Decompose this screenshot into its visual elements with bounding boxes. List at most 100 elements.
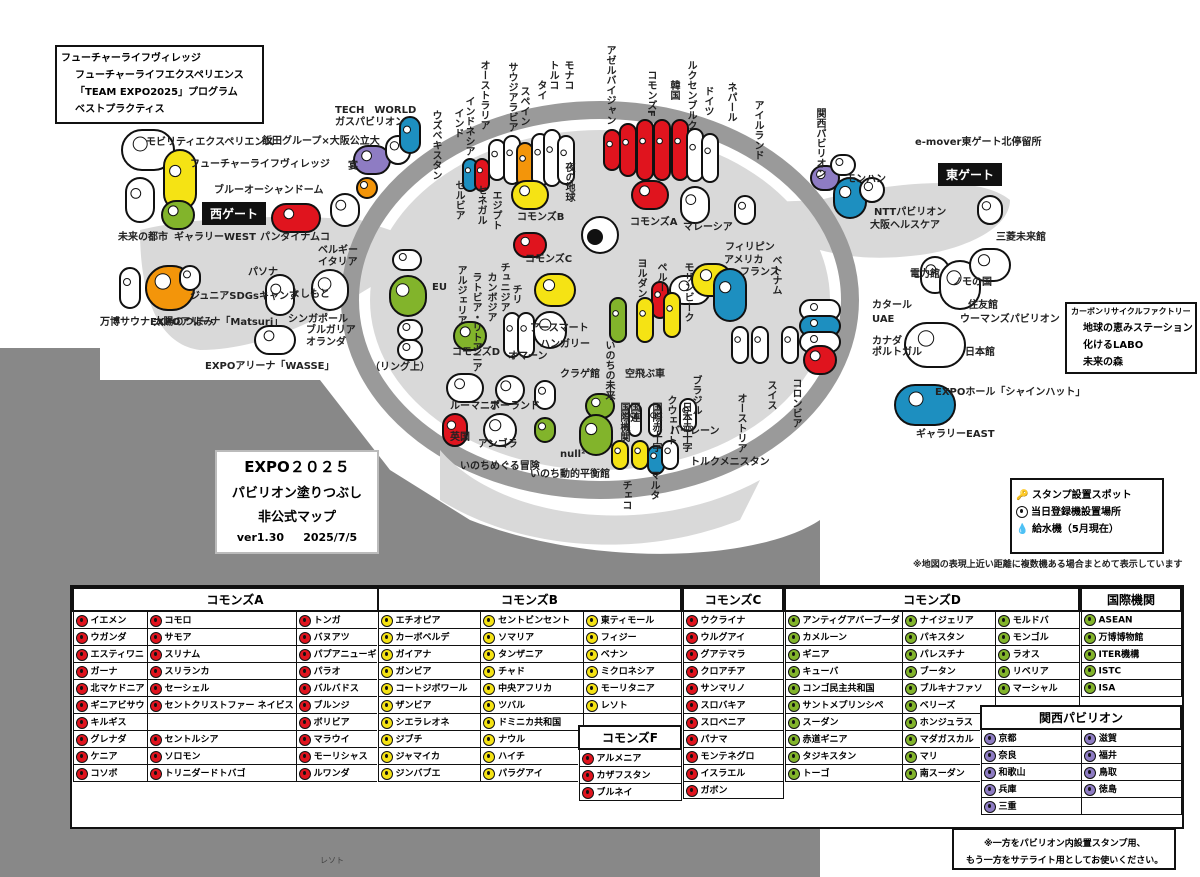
pavilion-cell: ウルグアイ — [682, 628, 784, 646]
pavilion-marker-icon — [298, 665, 311, 678]
pavilion-marker-icon — [75, 682, 88, 695]
pavilion-cell: ソロモン — [146, 747, 297, 765]
map-label: スイス — [765, 380, 776, 410]
pavilion-eye — [810, 335, 818, 343]
pavilion-cell: ミクロネシア — [582, 662, 682, 680]
map-label: ノモの国 — [952, 277, 992, 288]
main-ring-fill — [370, 130, 830, 470]
pavilion-marker-icon — [75, 750, 88, 763]
stamp-icon: 🔑 — [1016, 490, 1029, 501]
pavilion-shape — [679, 398, 697, 432]
map-label: モビリティエクスペリエンス — [146, 137, 275, 148]
future-life-item: ベストプラクティス — [75, 104, 165, 115]
pavilion-cell: ASEAN — [1080, 610, 1182, 629]
pavilion-marker-icon — [787, 648, 800, 661]
pavilion-eye — [464, 167, 471, 174]
pavilion-marker-icon — [483, 699, 496, 712]
pavilion-shape — [680, 186, 710, 224]
pavilion-cell: ジャマイカ — [377, 747, 482, 765]
pavilion-marker-icon — [1083, 783, 1096, 796]
pavilion-eye — [664, 447, 671, 455]
map-label: EXPOアリーナ「WASSE」 — [205, 361, 335, 372]
map-label: インド — [452, 108, 463, 138]
pavilion-shape — [661, 440, 679, 470]
pavilion-eye — [612, 310, 619, 317]
pavilion-eye — [534, 148, 541, 156]
pavilion-marker-icon — [298, 648, 311, 661]
legend-water: 💧 給水機（5月現在） — [1016, 520, 1162, 535]
pavilion-eye — [183, 270, 191, 279]
map-label: 国際機関 — [618, 402, 629, 442]
map-label: ブルーオーシャンドーム — [214, 185, 324, 196]
map-label: 関西パビリオン — [814, 108, 825, 178]
pavilion-cell: ブルキナファソ — [901, 679, 996, 697]
pavilion-eye — [395, 283, 410, 297]
map-label: EXPOアリーナ「Matsuri」 — [150, 317, 284, 328]
map-label: （リング上） — [370, 362, 430, 373]
map-label: アメリカ — [724, 255, 764, 266]
pavilion-cell: ホンジュラス — [901, 713, 996, 731]
pavilion-marker-icon — [149, 682, 162, 695]
pavilion-shape — [161, 200, 195, 230]
center-eye — [587, 229, 603, 245]
pavilion-cell: グアテマラ — [682, 645, 784, 663]
pavilion-marker-icon — [298, 614, 311, 627]
map-label: セルビア — [453, 180, 464, 220]
pavilion-cell: ガンビア — [377, 662, 482, 680]
map-label: ウズベキスタン — [430, 110, 441, 180]
future-life-item: 「TEAM EXPO2025」プログラム — [75, 87, 238, 98]
pavilion-cell: 鳥取 — [1080, 763, 1182, 781]
pavilion-cell: ジブチ — [377, 730, 482, 748]
pavilion-eye — [335, 199, 347, 211]
pavilion-cell: シエラレオネ — [377, 713, 482, 731]
pavilion-cell: アンティグアバーブーダ — [784, 610, 903, 629]
future-life-title: フューチャーライフヴィレッジ — [61, 53, 201, 64]
pavilion-marker-icon — [983, 749, 996, 762]
note-bottom-2: もう一方をサテライト用としてお使いください。 — [966, 856, 1164, 866]
pavilion-marker-icon — [298, 631, 311, 644]
map-label: 日本赤十字 — [680, 402, 691, 452]
map-label: フューチャーライフヴィレッジ — [190, 159, 330, 170]
pavilion-eye — [398, 253, 407, 261]
legend-water-label: 給水機（5月現在） — [1031, 524, 1119, 535]
pavilion-marker-icon — [983, 766, 996, 779]
map-label: シンガポール — [288, 314, 348, 325]
pavilion-marker-icon — [685, 648, 698, 661]
pavilion-shape — [397, 319, 423, 341]
pavilion-eye — [123, 278, 131, 286]
map-label: 飯田グループ×大阪公立大 — [262, 136, 380, 147]
pavilion-cell: パキスタン — [901, 628, 996, 646]
pavilion-shape — [803, 345, 837, 375]
map-label: UAE — [872, 314, 895, 325]
pavilion-cell: スロバキア — [682, 696, 784, 714]
map-label: ジュニアSDGsキャンプ — [190, 291, 299, 302]
pavilion-shape — [330, 193, 360, 227]
pavilion-eye — [650, 452, 657, 460]
column-header: コモンズD — [784, 587, 1080, 612]
pavilion-shape — [904, 322, 966, 368]
map-label: クラゲ館 — [560, 369, 600, 380]
pavilion-eye — [263, 330, 275, 342]
map-label: 万博サウナ 太陽のつぼみ — [100, 317, 214, 328]
map-label: インドネシア — [463, 96, 474, 156]
map-label: アルジェリア — [455, 265, 466, 325]
pavilion-cell: ガーナ — [72, 662, 148, 680]
pavilion-shape — [397, 339, 423, 361]
pavilion-marker-icon — [1083, 665, 1096, 677]
pavilion-cell: ウガンダ — [72, 628, 148, 646]
pavilion-cell: セーシェル — [146, 679, 297, 697]
pavilion-marker-icon — [787, 750, 800, 763]
pavilion-shape — [636, 297, 654, 343]
pavilion-eye — [650, 412, 657, 419]
pavilion-marker-icon — [585, 631, 598, 644]
pavilion-marker-icon — [983, 800, 996, 813]
pavilion-eye — [678, 280, 690, 292]
pavilion-marker-icon — [380, 699, 393, 712]
map-label: オーストラリア — [478, 60, 489, 130]
pavilion-cell: クロアチア — [682, 662, 784, 680]
map-label: マレーシア — [683, 222, 733, 233]
pavilion-marker-icon — [685, 614, 698, 627]
map-label: 日本館 — [965, 347, 995, 358]
pavilion-eye — [520, 325, 527, 332]
pavilion-marker-icon — [685, 784, 698, 797]
